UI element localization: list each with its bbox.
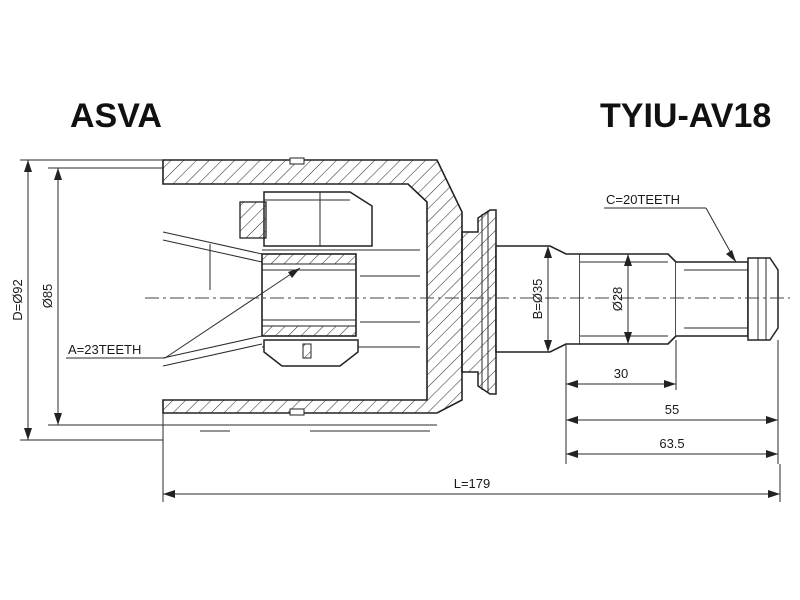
dim-outer-diameter: D=Ø92 — [10, 159, 163, 441]
length-63-5-label: 63.5 — [659, 436, 684, 451]
total-length-label: L=179 — [454, 476, 491, 491]
shaft-diameter-label: Ø28 — [610, 287, 625, 312]
dim-length-63-5: 63.5 — [566, 436, 778, 458]
dim-length-55: 55 — [566, 340, 779, 464]
tripod-roller — [239, 191, 373, 367]
dim-seat-diameter: B=Ø35 — [530, 246, 552, 352]
part-number: TYIU-AV18 — [600, 97, 771, 135]
inner-spline-label: A=23TEETH — [68, 342, 141, 357]
length-30-label: 30 — [614, 366, 628, 381]
outer-spline-label: C=20TEETH — [606, 192, 680, 207]
dim-total-length: L=179 — [162, 413, 781, 502]
output-shaft — [495, 245, 779, 353]
housing-bore — [162, 231, 420, 367]
seat-diameter-label: B=Ø35 — [530, 279, 545, 320]
length-55-label: 55 — [665, 402, 679, 417]
dim-length-30: 30 — [565, 340, 677, 464]
seal-diameter-label: Ø85 — [40, 284, 55, 309]
dim-shaft-diameter: Ø28 — [610, 254, 632, 344]
dim-seal-diameter: Ø85 — [40, 167, 163, 426]
shaft-flange — [461, 209, 497, 395]
dim-outer-spline: C=20TEETH — [604, 192, 737, 263]
outer-diameter-label: D=Ø92 — [10, 279, 25, 321]
dim-inner-spline: A=23TEETH — [66, 267, 301, 359]
housing-section — [162, 157, 463, 432]
brand-title: ASVA — [70, 97, 162, 135]
